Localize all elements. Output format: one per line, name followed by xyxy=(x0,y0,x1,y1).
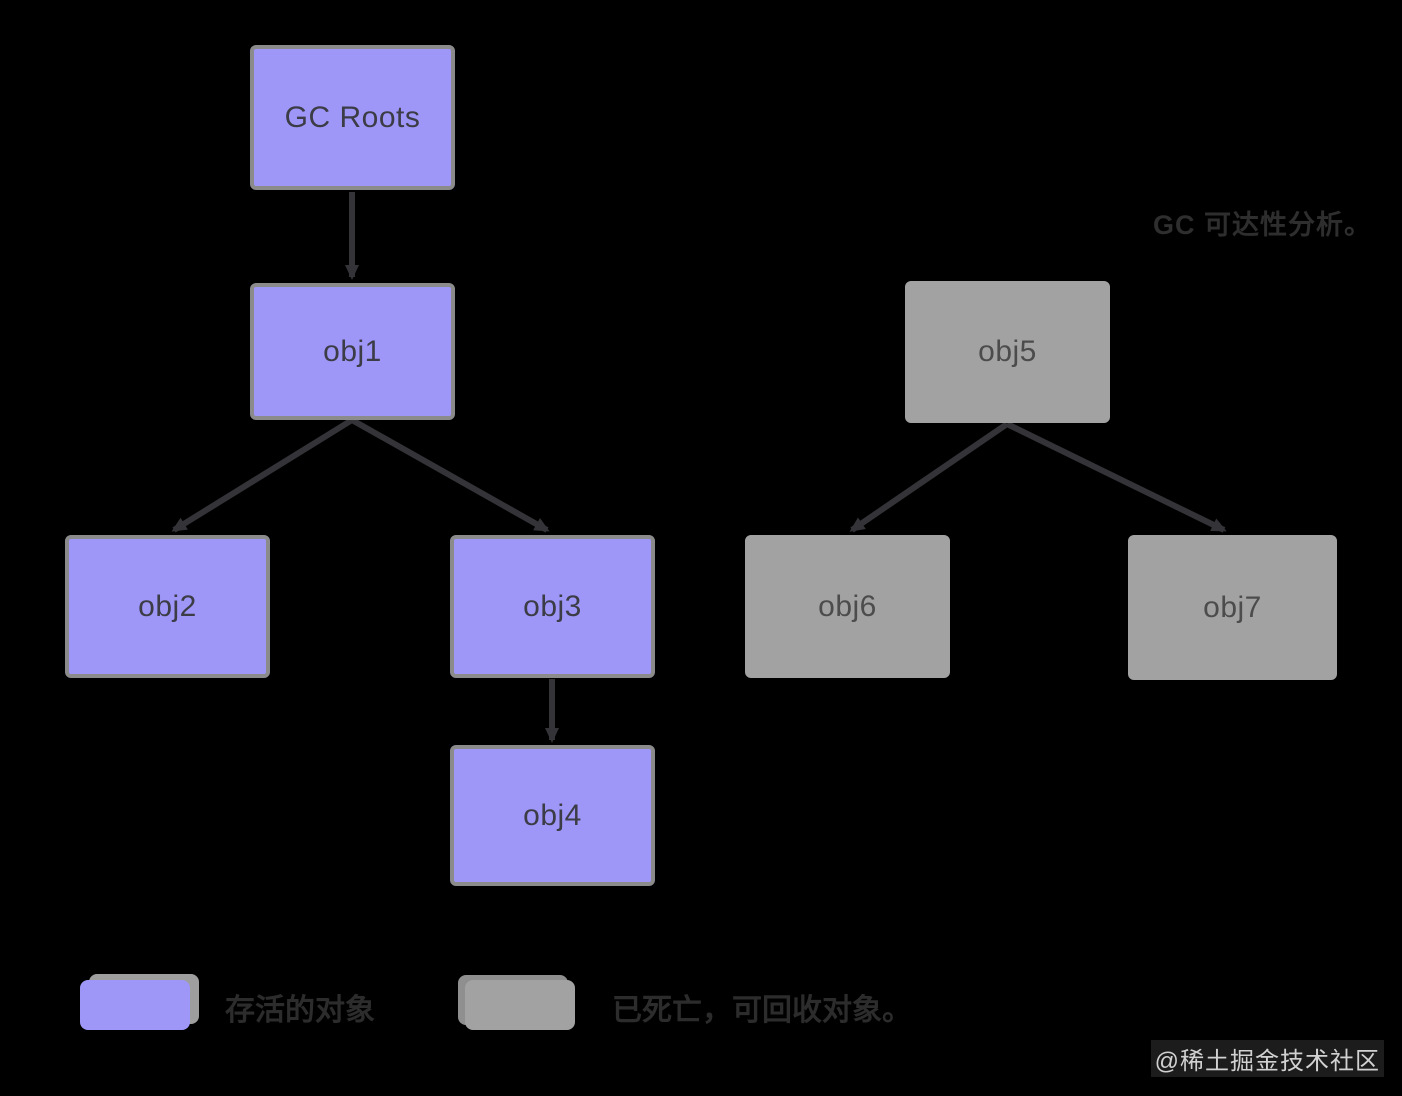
edge-obj1-obj3 xyxy=(350,417,550,533)
node-obj7-label: obj7 xyxy=(1203,590,1262,624)
diagram-caption: GC 可达性分析。 xyxy=(1153,210,1373,240)
legend-swatch-live-object xyxy=(80,980,190,1030)
node-gc-roots: GC Roots xyxy=(250,45,455,190)
node-obj5-label: obj5 xyxy=(978,335,1037,368)
legend: 存活的对象 已死亡，可回收对象。 xyxy=(0,975,1402,1035)
edge-obj5-obj6 xyxy=(849,421,1009,533)
legend-label-live-object: 存活的对象 xyxy=(225,994,375,1027)
node-obj1-label: obj1 xyxy=(323,334,382,368)
node-obj1: obj1 xyxy=(250,283,455,420)
node-obj3: obj3 xyxy=(450,535,655,678)
watermark-juejin-community: @稀土掘金技术社区 xyxy=(1150,1040,1384,1077)
edge-obj5-obj7 xyxy=(1005,421,1227,533)
node-obj7: obj7 xyxy=(1128,535,1337,680)
node-obj4: obj4 xyxy=(450,745,655,886)
edge-obj1-obj2 xyxy=(171,417,354,533)
node-obj5: obj5 xyxy=(905,281,1110,423)
node-obj2: obj2 xyxy=(65,535,270,678)
legend-swatch-dead-object xyxy=(465,980,575,1030)
node-obj6-label: obj6 xyxy=(818,589,877,623)
node-obj3-label: obj3 xyxy=(523,589,582,623)
legend-label-dead-object: 已死亡，可回收对象。 xyxy=(612,994,912,1027)
node-obj6: obj6 xyxy=(745,535,950,678)
node-obj2-label: obj2 xyxy=(138,589,197,623)
node-gc-roots-label: GC Roots xyxy=(284,100,421,134)
node-obj4-label: obj4 xyxy=(523,798,582,832)
